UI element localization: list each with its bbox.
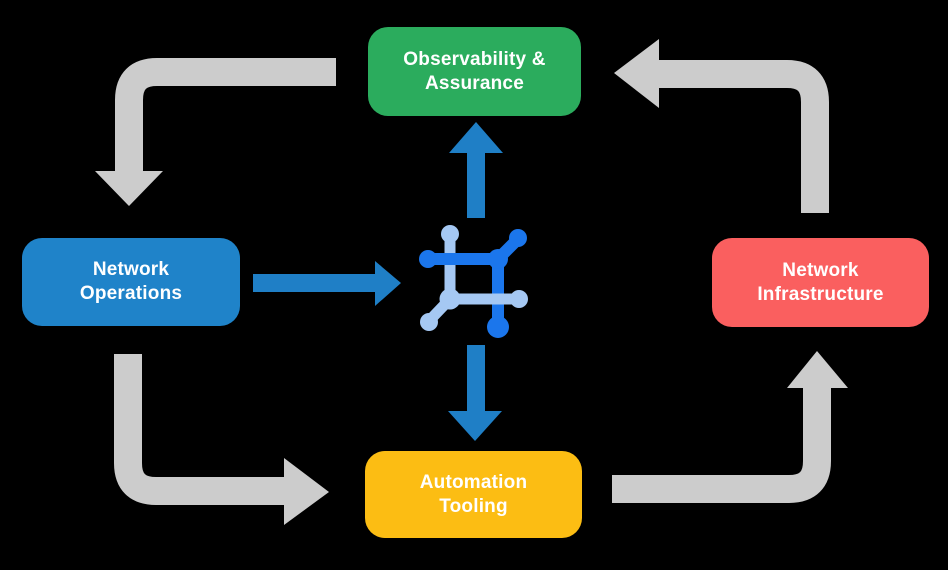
node-network-operations: Network Operations: [22, 238, 240, 326]
node-observability-assurance: Observability & Assurance: [368, 27, 581, 116]
icon-light-branches: [420, 225, 461, 331]
node-observability-assurance-label: Observability & Assurance: [403, 48, 546, 94]
node-network-operations-label: Network Operations: [79, 259, 183, 304]
arrow-center-to-observability: [449, 122, 503, 218]
node-automation-tooling-label: Automation Tooling: [419, 471, 528, 517]
icon-light-bottom-branch: [444, 290, 528, 308]
node-network-infrastructure: Network Infrastructure: [712, 238, 929, 327]
node-automation-tooling: Automation Tooling: [365, 451, 582, 538]
arrow-observability-to-operations: [95, 58, 336, 206]
arrow-operations-to-tooling: [114, 354, 329, 525]
arrow-operations-to-center: [253, 261, 401, 306]
icon-dark-branches: [419, 229, 527, 338]
arrow-center-to-tooling: [448, 345, 502, 441]
arrow-infrastructure-to-observability: [614, 39, 829, 213]
network-automation-icon: [419, 225, 528, 338]
arrow-tooling-to-infrastructure: [612, 351, 848, 503]
node-network-infrastructure-label: Network Infrastructure: [757, 259, 884, 305]
